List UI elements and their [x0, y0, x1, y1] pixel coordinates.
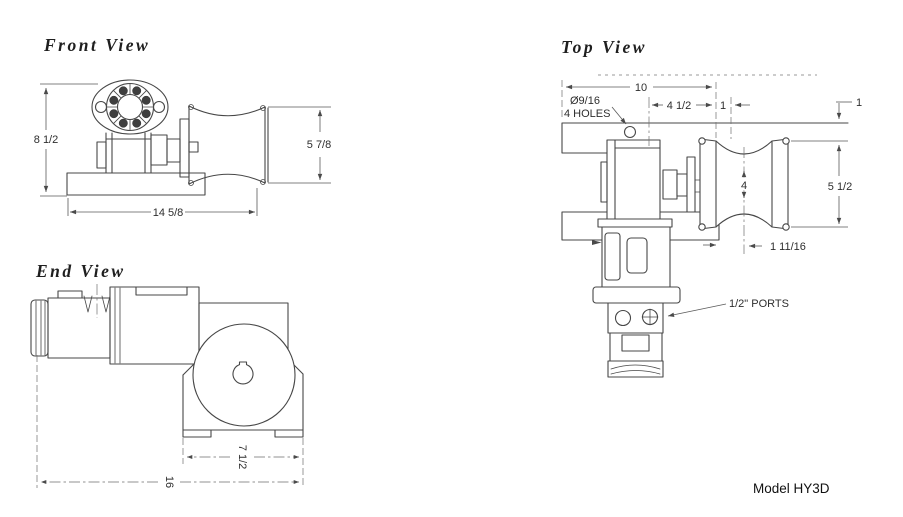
port-left — [614, 309, 632, 327]
svg-text:1: 1 — [856, 97, 862, 109]
svg-text:1 11/16: 1 11/16 — [770, 241, 806, 253]
svg-text:14 5/8: 14 5/8 — [153, 207, 184, 219]
front-coupling — [150, 118, 199, 178]
svg-text:7 1/2: 7 1/2 — [236, 445, 248, 469]
end-view-title: End View — [35, 261, 126, 281]
top-view-title: Top View — [561, 37, 647, 57]
front-roller — [188, 104, 269, 186]
flange-ear-hole-right — [152, 100, 166, 114]
model-label: Model HY3D — [753, 481, 830, 496]
flange-shaft-bore — [116, 93, 144, 121]
top-coupling — [662, 156, 701, 213]
svg-text:1: 1 — [720, 100, 726, 112]
svg-text:8 1/2: 8 1/2 — [34, 134, 58, 146]
end-drum-hub — [232, 361, 254, 385]
svg-text:4 HOLES: 4 HOLES — [564, 108, 610, 120]
end-dim-foot-width: 7 1/2 — [182, 438, 304, 488]
front-dim-height: 8 1/2 — [32, 83, 98, 197]
front-motor-flange — [91, 79, 169, 135]
front-base-plate — [66, 172, 206, 196]
top-dim-flange: 1 — [718, 97, 750, 139]
svg-text:1/2" PORTS: 1/2" PORTS — [729, 298, 789, 310]
svg-text:4: 4 — [741, 180, 747, 192]
svg-text:Ø9/16: Ø9/16 — [570, 95, 600, 107]
top-motor-body — [592, 218, 681, 304]
svg-text:16: 16 — [163, 476, 175, 488]
end-bracket — [182, 373, 304, 438]
svg-text:5 7/8: 5 7/8 — [307, 139, 331, 151]
top-dim-overall: 10 — [561, 80, 717, 138]
front-view-title: Front View — [43, 35, 150, 55]
end-dim-overall-width: 16 — [36, 355, 299, 490]
mount-hole — [623, 125, 637, 139]
end-roller-assembly — [182, 302, 304, 438]
flange-spokes — [106, 83, 154, 131]
end-motor — [30, 284, 111, 359]
front-column-boss — [96, 141, 107, 169]
front-view: Front View — [32, 35, 333, 221]
shaft-break-marks — [83, 295, 111, 313]
top-gearbox — [600, 139, 661, 226]
top-view: Top View — [561, 37, 864, 378]
svg-text:10: 10 — [635, 82, 647, 94]
top-hole-note: Ø9/16 4 HOLES — [563, 94, 627, 125]
end-view: End View 7 1/2 — [30, 261, 304, 490]
flange-ear-hole-left — [94, 100, 108, 114]
top-port-block — [607, 302, 664, 378]
flange-bolts — [109, 86, 151, 128]
svg-text:5 1/2: 5 1/2 — [828, 181, 852, 193]
top-dim-center-offset: 1 11/16 — [703, 240, 807, 255]
svg-text:4 1/2: 4 1/2 — [667, 100, 691, 112]
end-gearbox — [109, 286, 200, 365]
top-dim-groove: 4 — [739, 170, 749, 199]
front-gear-column — [105, 132, 152, 174]
top-ports-callout: 1/2" PORTS — [667, 297, 790, 317]
top-roller — [698, 137, 790, 254]
top-dim-deck-offset: 1 — [836, 96, 864, 119]
front-dim-base-width: 14 5/8 — [67, 188, 258, 221]
top-dim-roller-width: 5 1/2 — [826, 144, 854, 225]
front-dim-roller-height: 5 7/8 — [268, 106, 333, 184]
top-dim-motor-offset: 4 1/2 — [648, 97, 712, 146]
